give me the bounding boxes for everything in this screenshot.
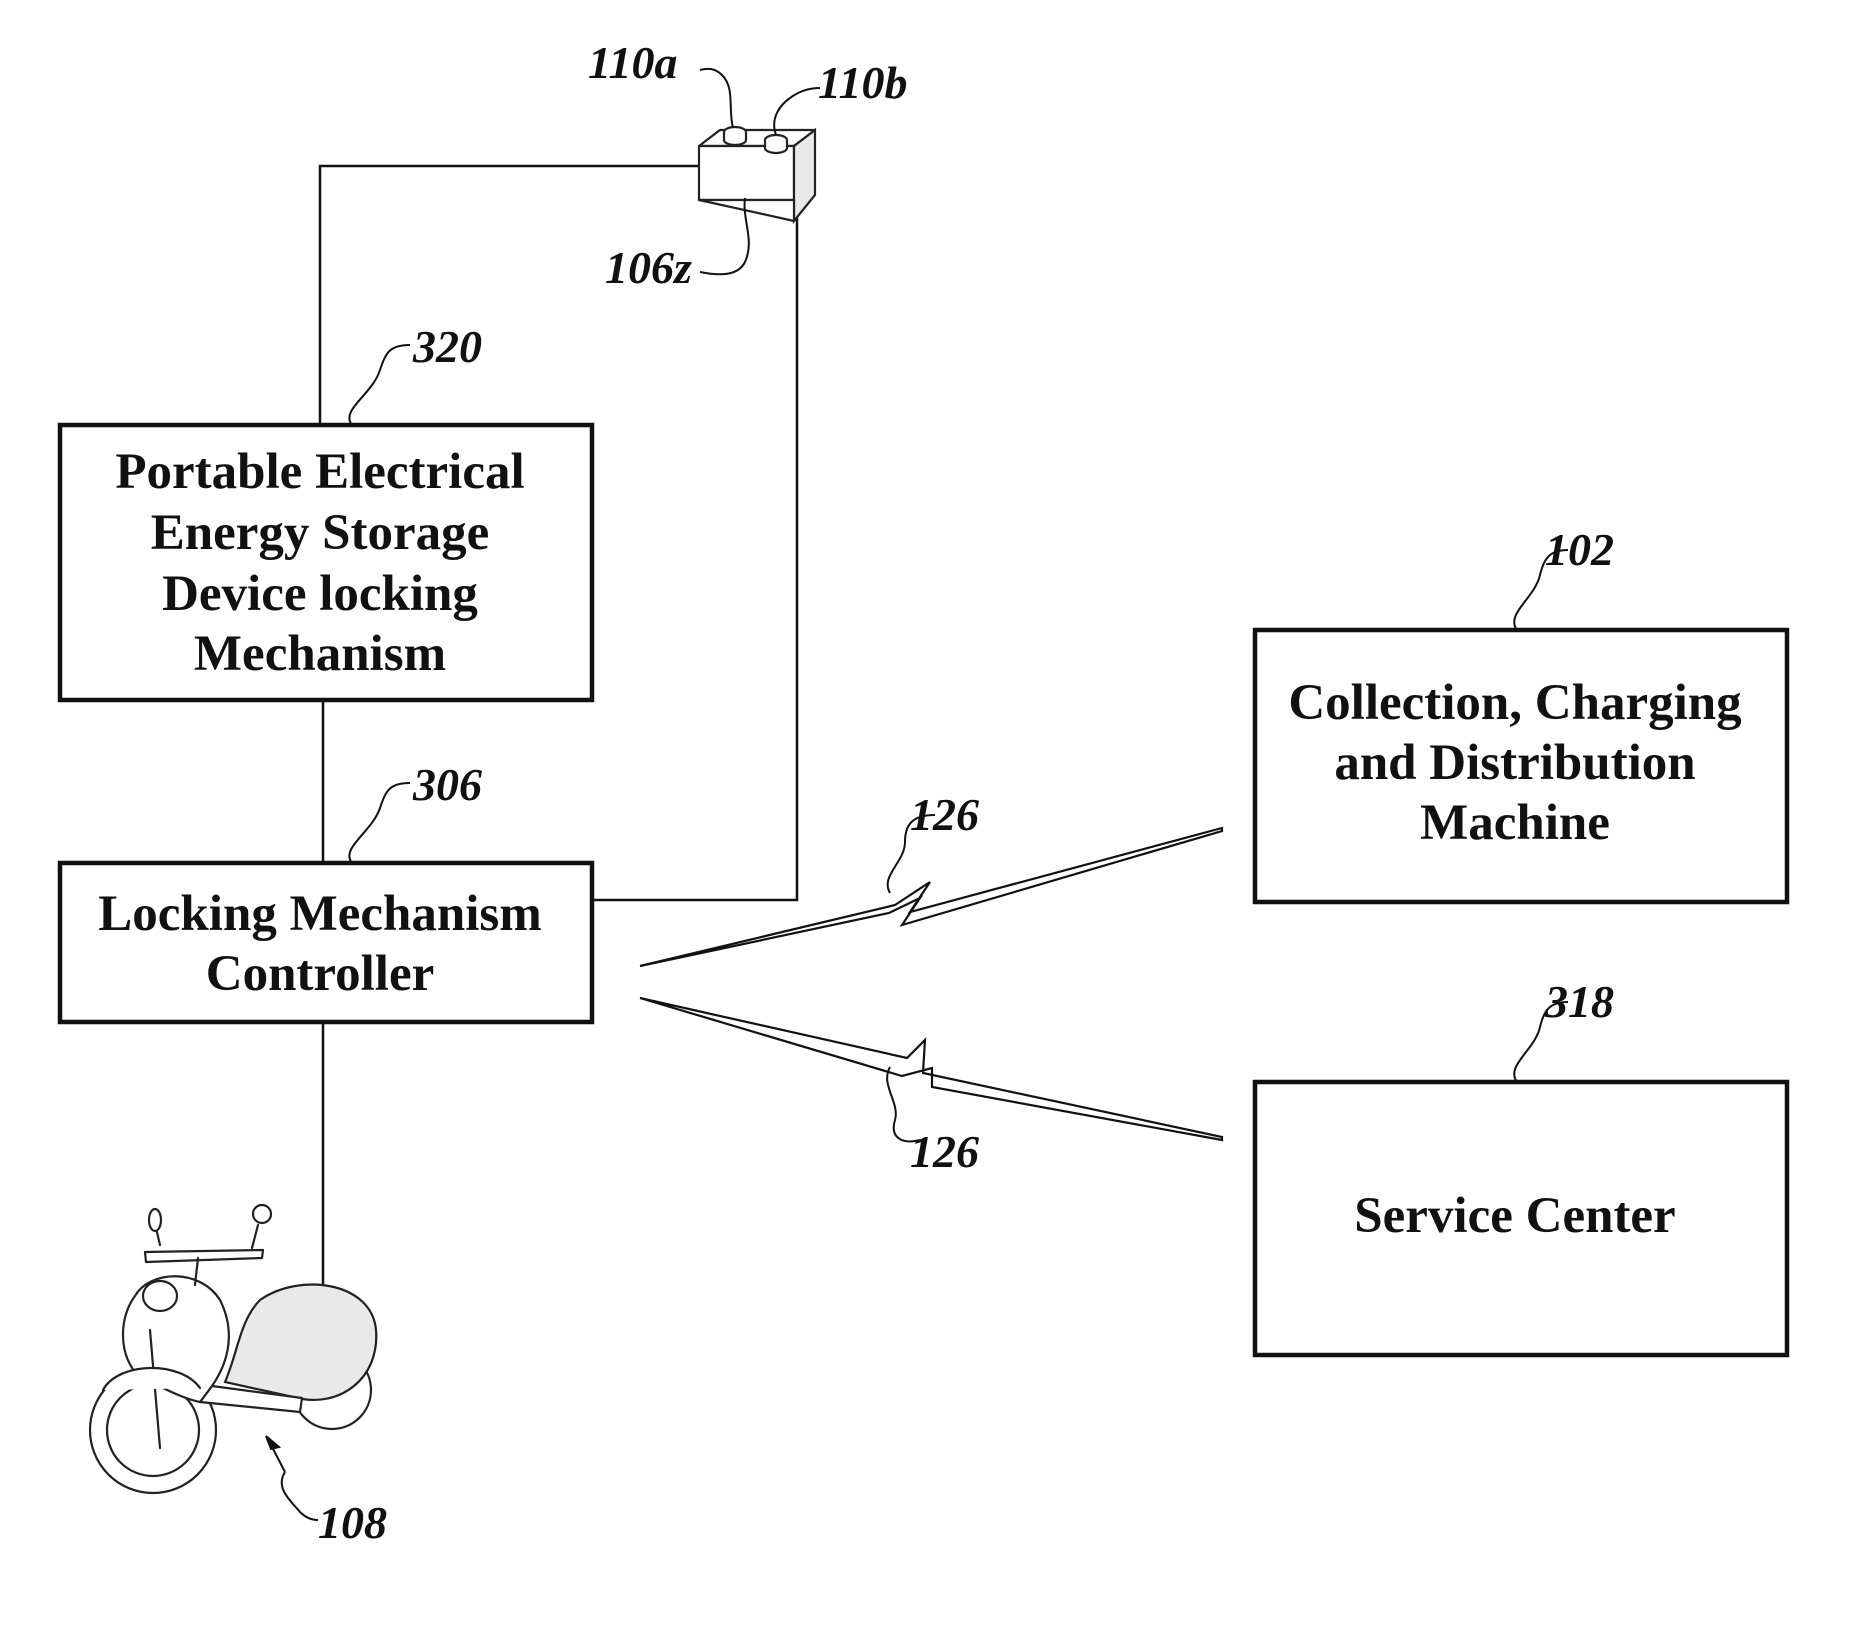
wireless-links (640, 828, 1222, 1140)
ref-306-label: 306 (412, 759, 482, 810)
ref-110a: 110a (588, 37, 733, 128)
wire-lock-to-battery (320, 166, 699, 425)
battery-icon (699, 127, 815, 221)
ref-110b: 110b (774, 57, 907, 135)
ref-106z: 106z (605, 198, 749, 293)
wireless-link-upper (640, 828, 1222, 966)
service-center-block: Service Center (1255, 1082, 1787, 1355)
ref-102: 102 (1514, 524, 1614, 630)
controller-block: Locking Mechanism Controller (60, 863, 592, 1022)
wireless-link-lower (640, 998, 1222, 1140)
terminal-a-icon (724, 127, 746, 145)
ref-306: 306 (349, 759, 482, 863)
locking-mechanism-block: Portable Electrical Energy Storage Devic… (60, 425, 592, 700)
ref-110a-label: 110a (588, 37, 677, 88)
ref-320-label: 320 (412, 321, 482, 372)
controller-label-1: Locking Mechanism (98, 886, 541, 942)
terminal-b-icon (765, 135, 787, 153)
ref-108: 108 (282, 1472, 387, 1548)
battery-side-face (794, 130, 815, 221)
ref-318-label: 318 (1544, 976, 1614, 1027)
machine-label-3: Machine (1420, 795, 1610, 851)
ref-126-upper: 126 (888, 789, 979, 893)
wiring (320, 166, 797, 1290)
machine-label-1: Collection, Charging (1288, 675, 1741, 731)
machine-block: Collection, Charging and Distribution Ma… (1255, 630, 1787, 902)
controller-label-2: Controller (206, 946, 435, 1002)
ref-108-label: 108 (318, 1497, 387, 1548)
ref-110b-label: 110b (818, 57, 907, 108)
locking-mechanism-label-3: Device locking (162, 566, 478, 622)
machine-label-2: and Distribution (1334, 735, 1695, 791)
locking-mechanism-label-4: Mechanism (194, 626, 446, 682)
ref-126-upper-label: 126 (910, 789, 979, 840)
ref-126-lower-label: 126 (910, 1126, 979, 1177)
ref-102-label: 102 (1545, 524, 1614, 575)
locking-mechanism-label-1: Portable Electrical (115, 444, 524, 500)
wire-battery-to-controller (593, 218, 797, 900)
ref-320: 320 (349, 321, 482, 425)
locking-mechanism-label-2: Energy Storage (151, 505, 490, 561)
battery-front-face (699, 146, 794, 200)
service-center-label: Service Center (1354, 1188, 1675, 1244)
ref-106z-label: 106z (605, 242, 692, 293)
ref-318: 318 (1514, 976, 1614, 1082)
scooter-icon (90, 1205, 376, 1493)
